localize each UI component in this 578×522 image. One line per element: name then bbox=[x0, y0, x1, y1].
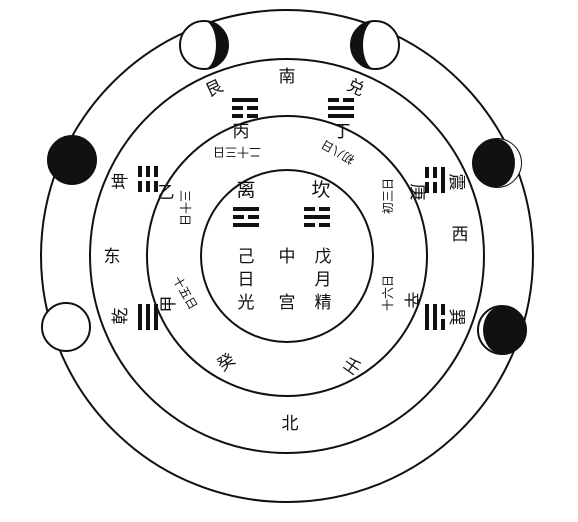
center-ring bbox=[200, 169, 374, 343]
moon-phase-zhen-icon bbox=[472, 138, 522, 188]
trigram-qian-symbol bbox=[138, 304, 158, 330]
outer-ring bbox=[40, 9, 534, 503]
stem-xin: 辛 bbox=[401, 292, 421, 309]
stem-jia: 甲 bbox=[159, 296, 179, 313]
center-mid-2: 宫 bbox=[279, 293, 296, 313]
moon-phase-gen-icon bbox=[179, 20, 229, 70]
stem-bing: 丙 bbox=[233, 122, 250, 142]
trigram-zhen-label: 震 bbox=[446, 174, 466, 191]
moon-phase-qian-icon bbox=[41, 302, 91, 352]
trigram-li-symbol bbox=[233, 207, 259, 227]
center-left-3: 光 bbox=[238, 293, 255, 313]
trigram-zhen-symbol bbox=[425, 167, 445, 193]
trigram-kun-label: 坤 bbox=[111, 173, 131, 190]
day-16: 十六日 bbox=[381, 275, 395, 311]
direction-west: 西 bbox=[452, 225, 469, 245]
stem-yi: 乙 bbox=[158, 183, 175, 203]
center-left-2: 日 bbox=[238, 270, 255, 290]
trigram-kan-symbol bbox=[304, 207, 330, 227]
center-right-2: 月 bbox=[315, 270, 332, 290]
moon-phase-kun-icon bbox=[47, 135, 97, 185]
center-mid-1: 中 bbox=[279, 247, 296, 267]
day-30: 三十日 bbox=[178, 190, 192, 226]
direction-north: 北 bbox=[282, 414, 299, 434]
middle-ring bbox=[89, 58, 485, 454]
stem-gui: 癸 bbox=[214, 350, 239, 376]
trigram-qian-label: 乾 bbox=[111, 308, 131, 325]
moon-phase-xun-icon bbox=[477, 305, 527, 355]
trigram-kun-symbol bbox=[138, 166, 158, 192]
trigram-dui-symbol bbox=[328, 98, 354, 118]
moon-phase-dui-icon bbox=[350, 20, 400, 70]
center-right-3: 精 bbox=[315, 293, 332, 313]
trigram-xun-label: 巽 bbox=[446, 309, 466, 326]
stem-geng: 庚 bbox=[407, 184, 427, 201]
direction-south: 南 bbox=[279, 67, 296, 87]
center-right-1: 戊 bbox=[315, 247, 332, 267]
trigram-gen-label: 艮 bbox=[202, 76, 226, 101]
trigram-kan-label: 坎 bbox=[311, 179, 330, 201]
day-3: 初三日 bbox=[381, 178, 395, 214]
day-23: 二十三日 bbox=[213, 145, 261, 159]
center-left-1: 己 bbox=[238, 247, 255, 267]
stem-ding: 丁 bbox=[334, 122, 351, 142]
trigram-gen-symbol bbox=[232, 98, 258, 118]
trigram-li-label: 离 bbox=[236, 179, 255, 201]
trigram-dui-label: 兑 bbox=[344, 75, 368, 100]
inner-ring bbox=[146, 115, 428, 397]
trigram-xun-symbol bbox=[425, 304, 445, 330]
direction-east: 东 bbox=[104, 247, 121, 267]
